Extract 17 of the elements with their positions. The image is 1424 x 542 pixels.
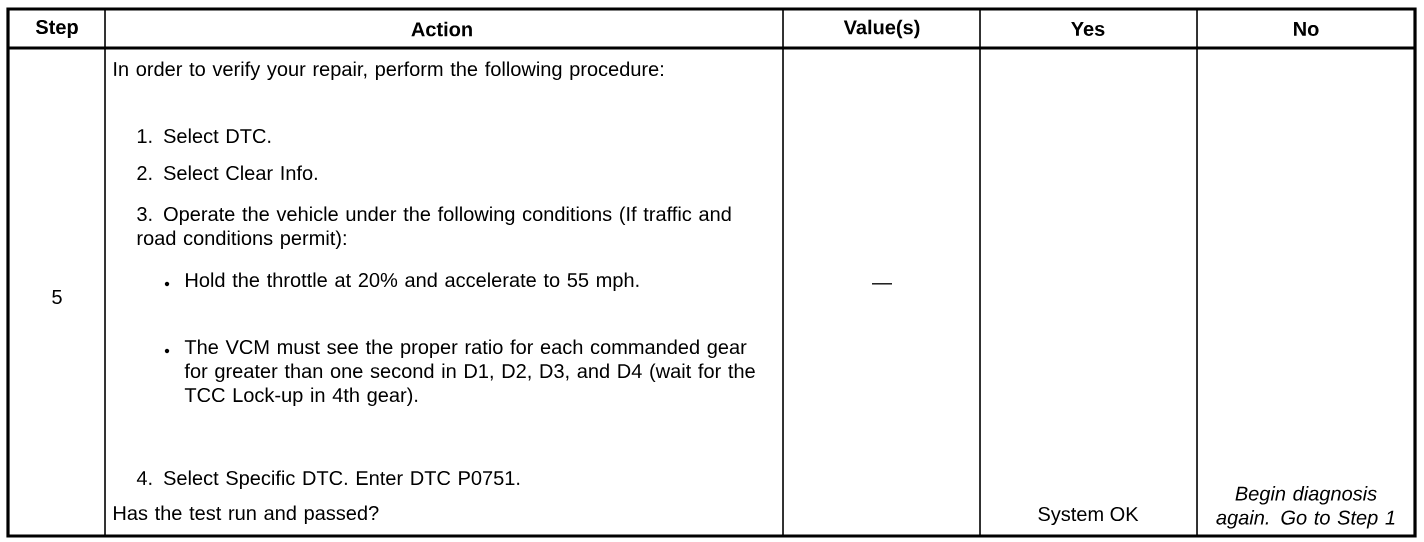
column-header: No [1294, 22, 1319, 36]
column-header: Yes [1071, 22, 1105, 36]
list-item: 3. Operate the vehicle under the following conditions (If traffic and road conditions permit): [137, 206, 731, 250]
result-text: System OK [1038, 506, 1139, 526]
list-item: 4. Select Specific DTC. Enter DTC P0751. [136, 470, 520, 490]
question-text: Has the test run and passed? [114, 505, 379, 525]
step-number: 5 [52, 290, 62, 304]
list-item: 2. Select Clear Info. [137, 165, 317, 181]
list-item: The VCM must see the proper ratio for each commanded gear for greater than one second in D1, D2, D3, and D4 (wait for the TCC Lock-up in 4th gear). [184, 339, 755, 407]
column-header: Step [35, 19, 78, 39]
result-text: Begin diagnosis again. Go to Step 1 [1216, 485, 1395, 529]
list-item: Hold the throttle at 20% and accelerate to 55 mph. [186, 272, 639, 292]
column-header: Value(s) [843, 19, 920, 39]
column-header: Action [411, 21, 472, 37]
value-text: — [872, 283, 892, 285]
instruction-text: In order to verify your repair, perform the following procedure: [114, 61, 663, 81]
list-item: 1. Select DTC. [137, 128, 271, 144]
